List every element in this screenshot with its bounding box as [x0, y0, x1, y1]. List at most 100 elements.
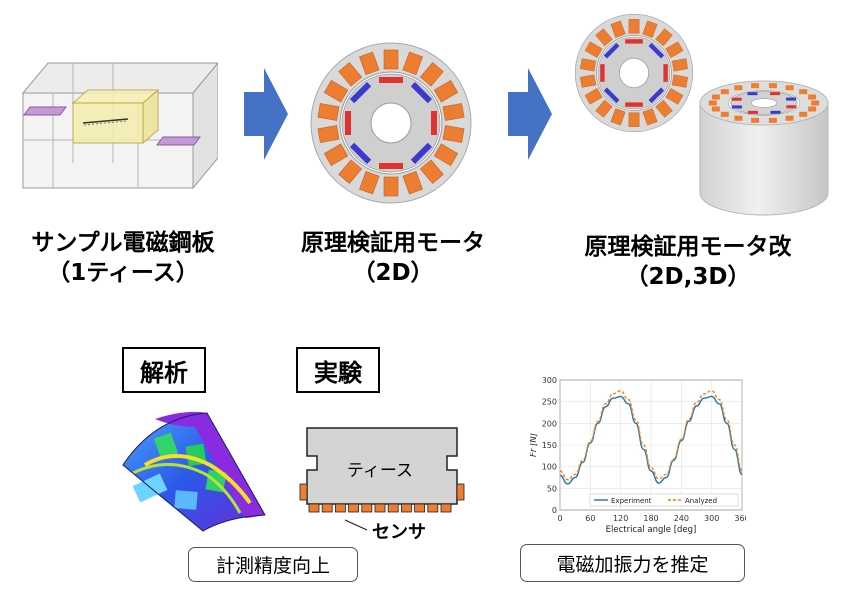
stator-coil	[785, 115, 794, 121]
shaft-hole	[618, 57, 650, 89]
x-tick-label: 0	[557, 514, 562, 523]
sensor-label: センサ	[372, 522, 426, 543]
stator-coil	[584, 41, 603, 58]
stator-coil	[317, 125, 340, 143]
stator-coil	[584, 88, 603, 105]
rotor-magnet	[600, 64, 605, 82]
sample-steel-sheet-model	[21, 62, 218, 190]
rotor-magnet	[747, 110, 758, 114]
rotor-magnet	[625, 102, 643, 107]
rotor-magnet	[625, 39, 643, 44]
rotor-magnet	[731, 105, 742, 109]
rotor-magnet	[663, 64, 668, 82]
stator-coil	[808, 94, 817, 100]
x-tick-label: 60	[585, 514, 595, 523]
legend-label: Experiment	[611, 497, 652, 505]
stator-coil	[433, 143, 459, 166]
outcome-accuracy-label: 計測精度向上	[188, 547, 358, 582]
stator-coil	[338, 62, 363, 87]
stator-coil	[419, 62, 444, 87]
rotor-magnet	[747, 92, 758, 96]
stator-coil	[595, 99, 613, 118]
stator-coil	[811, 100, 820, 106]
stage-caption-prototype-motor: 原理検証用モータ （2D）	[288, 228, 498, 288]
rotor-magnet	[410, 81, 433, 104]
improved-motor-3d-model	[699, 80, 829, 216]
stator-coil	[720, 111, 729, 117]
stator-coil	[711, 94, 720, 100]
rotor-magnet	[345, 111, 351, 135]
sensor-element	[348, 503, 359, 513]
y-tick-label: 100	[542, 463, 557, 472]
stator-coil	[642, 20, 658, 38]
y-tick-label: 250	[542, 398, 557, 407]
stator-coil	[708, 100, 717, 106]
series-line-experiment	[559, 395, 743, 485]
rotor-magnet	[349, 81, 372, 104]
stage-caption-line1: 原理検証用モータ改	[584, 234, 792, 260]
stator-coil	[580, 58, 597, 72]
rotor-magnet	[349, 142, 372, 165]
stator-coil	[402, 170, 423, 195]
outcome-estimate-force-label: 電磁加振力を推定	[520, 544, 745, 582]
y-tick-label: 150	[542, 441, 557, 450]
radial-force-chart: 060120180240300360050100150200250300Elec…	[530, 376, 746, 534]
stage-caption-sample-sheet: サンプル電磁鋼板 （1ティース）	[12, 228, 234, 288]
stator-coil	[734, 115, 743, 121]
sensor-element	[401, 503, 412, 513]
stator-coil	[442, 125, 465, 143]
y-axis-label: Fr [N]	[530, 433, 539, 457]
x-tick-label: 300	[704, 514, 719, 523]
x-axis-label: Electrical angle [deg]	[606, 525, 697, 534]
shaft-hole	[370, 102, 412, 144]
sensor-element	[361, 503, 373, 513]
legend-label: Analyzed	[685, 497, 717, 505]
rotor-magnet	[410, 142, 433, 165]
rotor-magnet	[379, 77, 403, 83]
rotor-magnet	[379, 163, 403, 169]
stage-caption-line1: 原理検証用モータ	[301, 230, 485, 256]
rotor-magnet	[786, 105, 797, 109]
x-tick-label: 240	[674, 514, 689, 523]
stator-coil	[720, 89, 729, 95]
stator-coil	[671, 58, 688, 72]
stage-caption-line1: サンプル電磁鋼板	[31, 230, 215, 256]
stator-coil	[359, 170, 380, 195]
stator-coil	[383, 49, 399, 70]
stator-coil	[383, 176, 399, 197]
stator-coil	[768, 83, 777, 89]
rotor-magnet	[770, 110, 781, 114]
stator-coil	[665, 88, 684, 105]
stator-coil	[799, 89, 808, 95]
y-tick-label: 50	[547, 484, 557, 493]
stator-coil	[610, 108, 626, 126]
sensor-element	[387, 503, 399, 513]
stator-coil	[671, 74, 688, 88]
arrow-right-icon	[508, 68, 552, 160]
sensor-element	[427, 503, 439, 513]
shaft-hole	[750, 98, 778, 108]
stator-coil	[433, 80, 459, 103]
x-tick-label: 120	[613, 514, 628, 523]
sensor-element	[374, 503, 386, 513]
stator-coil	[799, 111, 808, 117]
stator-coil	[317, 103, 340, 121]
y-tick-label: 200	[542, 419, 557, 428]
stator-coil	[402, 51, 423, 76]
stator-coil	[655, 99, 673, 118]
sensor-element	[321, 503, 333, 513]
sensor-element	[440, 503, 452, 513]
stator-coil	[610, 20, 626, 38]
y-tick-label: 0	[552, 506, 557, 515]
stator-coil	[751, 117, 760, 123]
experiment-label: 実験	[296, 347, 380, 393]
y-tick-label: 300	[542, 376, 557, 385]
stator-coil	[419, 159, 444, 184]
analysis-label: 解析	[122, 347, 206, 393]
sensor-element	[335, 503, 346, 513]
stage-caption-line2: （2D）	[352, 260, 434, 286]
stator-coil	[442, 103, 465, 121]
stator-coil	[711, 106, 720, 112]
stage-caption-line2: （1ティース）	[47, 260, 199, 286]
stator-coil	[580, 74, 597, 88]
